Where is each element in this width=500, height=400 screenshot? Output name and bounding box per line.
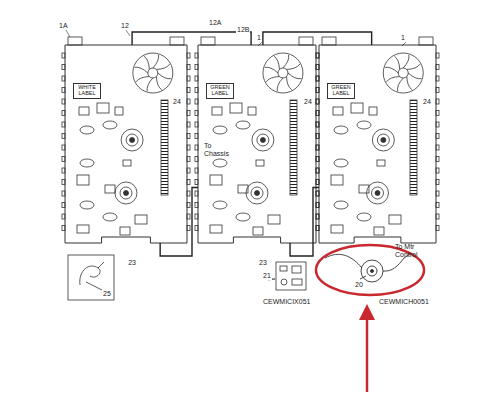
callout-number: 20 [354, 281, 364, 289]
callout-number: 12 [120, 22, 130, 30]
wire-note: To Mtr Control [394, 243, 426, 258]
part-number: CEWMICH0051 [378, 298, 430, 306]
leader-line [66, 30, 70, 37]
callout-number: 23 [127, 259, 137, 266]
circuit-board: GREEN LABEL [198, 45, 316, 243]
callout-number: 24 [172, 98, 182, 106]
leader-line [402, 42, 406, 46]
cable [160, 188, 198, 256]
board-label: WHITE LABEL [73, 83, 101, 99]
callout-number: 24 [303, 98, 313, 106]
callout-number: 24 [422, 98, 432, 106]
circuit-board: GREEN LABEL [319, 45, 436, 243]
callout-number: 1 [256, 34, 262, 42]
clip-part [68, 255, 114, 300]
motor-cable [325, 254, 410, 282]
callout-number: 25 [102, 290, 112, 298]
leader-line [126, 30, 130, 36]
highlight-arrow [359, 304, 375, 392]
board-label: GREEN LABEL [206, 83, 234, 99]
callout-number: 23 [258, 259, 268, 266]
small-board [272, 262, 306, 290]
wire-note: To Chassis [203, 142, 235, 157]
callout-number: 1 [400, 34, 406, 42]
cable [132, 32, 251, 45]
circuit-board: WHITE LABEL [65, 45, 187, 243]
part-number: CEWMICIX051 [262, 298, 311, 306]
callout-number: 1A [58, 22, 69, 30]
callout-number: 21 [262, 272, 272, 280]
cable [290, 188, 319, 256]
callout-number: 12A [208, 19, 222, 27]
leader-line [258, 42, 262, 46]
cable [263, 32, 372, 45]
board-label: GREEN LABEL [327, 83, 355, 99]
callout-number: 12B [236, 26, 250, 34]
